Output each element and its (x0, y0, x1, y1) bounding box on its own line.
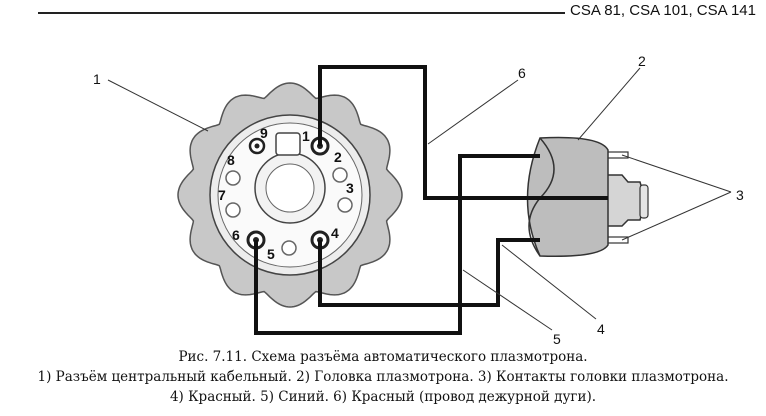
header-rule (38, 12, 565, 14)
header-models: CSA 81, CSA 101, CSA 141 (570, 2, 756, 19)
connector-center-bore (265, 163, 315, 213)
pin-8 (225, 170, 241, 186)
callout-6: 6 (518, 65, 526, 81)
wires (254, 65, 608, 335)
pin-label-6: 6 (232, 227, 240, 243)
connector-diagram: 1 2 3 4 5 6 7 8 9 1 2 3 4 5 6 (93, 53, 744, 347)
figure-caption-title: Рис. 7.11. Схема разъёма автоматического… (178, 349, 588, 365)
callout-leaders (107, 67, 732, 331)
pin-2 (332, 167, 348, 183)
callout-1: 1 (93, 71, 101, 87)
pin-label-3: 3 (346, 180, 354, 196)
central-cable-connector: 1 2 3 4 5 6 7 8 9 (177, 82, 403, 308)
pin-label-5: 5 (267, 246, 275, 262)
pin-label-2: 2 (334, 149, 342, 165)
figure-caption-legend-line-1: 1) Разъём центральный кабельный. 2) Голо… (37, 369, 729, 385)
callout-3: 3 (736, 187, 744, 203)
pin-5 (281, 240, 297, 256)
wire-4-red (318, 238, 540, 307)
pin-3 (337, 197, 353, 213)
callout-5: 5 (553, 331, 561, 347)
pin-label-4: 4 (331, 225, 339, 241)
torch-nozzle-tip (639, 184, 649, 219)
figure-caption-legend-line-2: 4) Красный. 5) Синий. 6) Красный (провод… (169, 389, 597, 405)
wire-5-blue (254, 154, 540, 335)
pin-label-1: 1 (302, 128, 310, 144)
wire-6-red-pilot-arc (318, 65, 608, 200)
pin-7 (225, 202, 241, 218)
callout-4: 4 (597, 321, 605, 337)
pin-label-7: 7 (218, 187, 226, 203)
connector-key-notch (275, 132, 301, 156)
pin-label-8: 8 (227, 152, 235, 168)
pin-label-9: 9 (260, 125, 268, 141)
torch-nozzle (603, 174, 644, 227)
callout-2: 2 (638, 53, 646, 69)
